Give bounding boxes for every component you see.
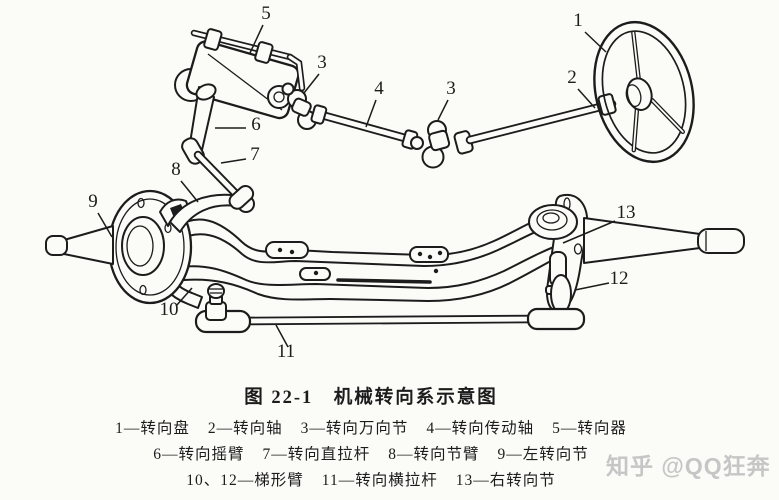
part-number-label: 7 <box>250 143 260 165</box>
worm-shaft-collar <box>255 41 274 63</box>
figure-legend-row: 6—转向摇臂 7—转向直拉杆 8—转向节臂 9—左转向节 <box>0 442 742 468</box>
callout-leader-line <box>98 213 112 237</box>
universal-joint-lower-drawing <box>411 121 474 168</box>
drag-link-lower-socket <box>227 183 256 212</box>
left-spindle-end <box>46 236 67 255</box>
part-number-label: 2 <box>567 66 577 88</box>
part-number-label: 13 <box>616 201 636 223</box>
steering-gear-drawing <box>175 28 302 120</box>
wheel-rim-outer <box>580 11 708 172</box>
callout-leader-line <box>585 32 606 52</box>
bolt-hole <box>140 286 146 295</box>
part-number-label: 1 <box>573 9 583 31</box>
axle-beam-drawing <box>176 212 564 301</box>
part-number-label: 11 <box>276 340 296 362</box>
legend-entry: 7—转向直拉杆 <box>262 446 371 463</box>
part-number-label: 9 <box>88 190 98 212</box>
legend-entry: 10、12—梯形臂 <box>186 472 304 489</box>
part-number-label: 6 <box>251 113 261 135</box>
transmission-shaft-drawing <box>311 105 418 150</box>
watermark: 知乎 @QQ狂奔 <box>606 453 771 479</box>
legend-entry: 4—转向传动轴 <box>426 420 535 437</box>
callout-leader-line <box>276 325 288 347</box>
tie-rod-drawing <box>196 284 584 332</box>
part-number-label: 8 <box>171 158 181 180</box>
part-number-label: 3 <box>317 51 327 73</box>
right-spindle-end <box>698 229 744 253</box>
callout-leader-line <box>438 100 448 120</box>
legend-entry: 13—右转向节 <box>455 472 556 489</box>
callout-leader-lines <box>98 25 615 347</box>
worm-shaft-collar <box>204 28 223 50</box>
left-steering-knuckle-drawing <box>46 191 254 308</box>
callout-leader-line <box>563 221 615 243</box>
legend-entry: 8—转向节臂 <box>388 446 480 463</box>
callout-leader-line <box>181 181 198 202</box>
right-spindle <box>584 218 700 263</box>
legend-entry: 6—转向摇臂 <box>153 446 245 463</box>
part-number-label: 5 <box>261 2 271 24</box>
legend-entry: 11—转向横拉杆 <box>321 472 438 489</box>
callout-leader-line <box>575 283 609 290</box>
figure-caption: 图 22-1 机械转向系示意图 1—转向盘 2—转向轴 3—转向万向节 4—转向传动轴… <box>0 383 742 494</box>
steering-shaft-drawing <box>470 93 616 140</box>
callout-leader-line <box>176 288 192 306</box>
legend-entry: 1—转向盘 <box>115 420 190 437</box>
tie-rod-arm-right <box>551 275 571 313</box>
callout-leader-line <box>366 100 376 127</box>
legend-entry: 2—转向轴 <box>207 420 283 437</box>
part-number-label: 12 <box>609 267 629 289</box>
callout-leader-line <box>221 159 246 163</box>
legend-entry: 3—转向万向节 <box>300 420 409 437</box>
callout-leader-line <box>250 25 263 53</box>
left-spindle <box>64 226 113 264</box>
part-number-label: 4 <box>374 77 384 99</box>
tie-rod-end-right <box>528 309 584 329</box>
bolt-hole <box>138 199 144 208</box>
wheel-rim-inner <box>590 22 698 162</box>
spring-pad-left <box>266 242 308 258</box>
figure-legend-row: 1—转向盘 2—转向轴 3—转向万向节 4—转向传动轴 5—转向器 <box>0 416 742 442</box>
spring-pad-right <box>410 247 448 262</box>
callout-leader-line <box>304 74 319 93</box>
part-number-label: 3 <box>446 77 456 99</box>
figure-caption-title: 图 22-1 机械转向系示意图 <box>244 388 498 408</box>
pitman-arm-drawing <box>180 82 218 167</box>
legend-entry: 9—左转向节 <box>497 446 589 463</box>
figure-legend: 1—转向盘 2—转向轴 3—转向万向节 4—转向传动轴 5—转向器 6—转向摇臂 7—转向直… <box>0 416 742 494</box>
drag-link-drawing <box>198 155 256 212</box>
grease-fitting <box>206 284 226 320</box>
wheel-hub <box>624 76 655 113</box>
hub-center <box>122 217 164 275</box>
right-steering-knuckle-drawing <box>529 195 744 313</box>
figure-legend-row: 10、12—梯形臂 11—转向横拉杆 13—右转向节 <box>0 468 742 494</box>
callout-leader-line <box>578 89 595 108</box>
part-number-label: 10 <box>159 298 179 320</box>
legend-entry: 5—转向器 <box>552 420 627 437</box>
steering-wheel-drawing <box>580 11 708 172</box>
